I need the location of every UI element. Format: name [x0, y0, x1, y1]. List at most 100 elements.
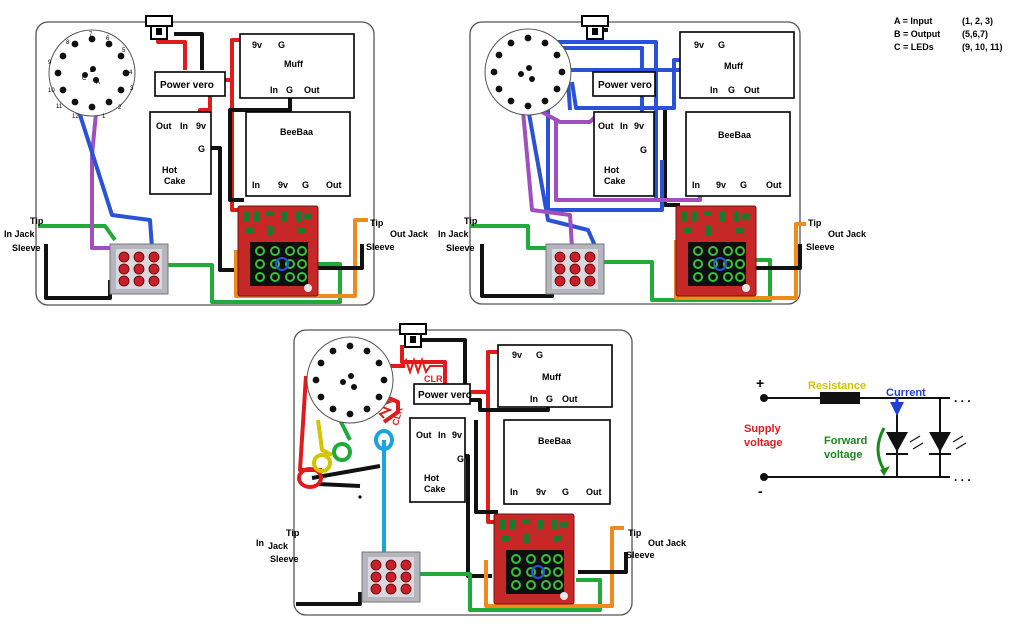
letter-a: A — [96, 80, 100, 86]
led-symbol-1 — [886, 432, 908, 452]
cake-label: Cake — [164, 176, 186, 186]
panel-1-labels: Power vero Out In 9v G Hot Cake 9v G Muf… — [4, 40, 429, 253]
legend-key-c: C = LEDs — [894, 42, 934, 52]
beebaa-g-label: G — [562, 487, 569, 497]
muff-label: Muff — [542, 372, 562, 382]
in-jack-label: In Jack — [4, 229, 36, 239]
clr-label-2: CLR — [390, 406, 405, 427]
out-jack-label: Out Jack — [648, 538, 687, 548]
in-sleeve-label: Sleeve — [270, 554, 299, 564]
muff-out-label: Out — [744, 85, 760, 95]
in-label: In — [256, 538, 264, 548]
out-sleeve-label: Sleeve — [626, 550, 655, 560]
led-diagram-labels: + - Resistance Current Supply voltage Fo… — [744, 375, 971, 499]
legend-key-b: B = Output — [894, 29, 940, 39]
led-circuit-diagram — [760, 392, 967, 481]
current-label: Current — [886, 387, 926, 399]
pin-1: 1 — [102, 114, 106, 120]
hotcake-9v-label: 9v — [196, 121, 206, 131]
plus-label: + — [756, 375, 764, 391]
power-vero-label: Power vero — [418, 390, 472, 401]
muff-label: Muff — [284, 59, 304, 69]
cake-label: Cake — [424, 484, 446, 494]
beebaa-out-label: Out — [586, 487, 602, 497]
pin-4: 4 — [129, 70, 133, 76]
muff-in-label: In — [270, 85, 278, 95]
layout-panel-3 — [293, 323, 633, 616]
pin-11: 11 — [56, 104, 63, 110]
hot-label: Hot — [162, 165, 177, 175]
beebaa-g-label: G — [740, 180, 747, 190]
muff-g-label: G — [278, 40, 285, 50]
beebaa-9v-label: 9v — [536, 487, 546, 497]
hotcake-g-label: G — [640, 145, 647, 155]
beebaa-out-label: Out — [326, 180, 342, 190]
letter-c: C — [82, 76, 87, 82]
pin-10: 10 — [48, 88, 55, 94]
hotcake-in-label: In — [180, 121, 188, 131]
muff-9v-label: 9v — [694, 40, 704, 50]
beebaa-label: BeeBaa — [280, 127, 314, 137]
out-jack-label: Out Jack — [390, 229, 429, 239]
legend-pins-a: (1, 2, 3) — [962, 16, 993, 26]
cake-label: Cake — [604, 176, 626, 186]
out-sleeve-label: Sleeve — [366, 242, 395, 252]
out-jack-label: Out Jack — [828, 229, 867, 239]
dots-bottom: . . . — [954, 470, 971, 484]
pin-7: 7 — [89, 32, 93, 38]
hot-label: Hot — [604, 165, 619, 175]
hotcake-out-label: Out — [416, 430, 432, 440]
muff-out-label: Out — [304, 85, 320, 95]
muff-label: Muff — [724, 61, 744, 71]
muff-g-label: G — [718, 40, 725, 50]
switch-pin-labels: 7 6 5 4 3 2 1 12 11 10 9 8 B C A — [48, 32, 134, 120]
panel-2-labels: Power vero Out In 9v G Hot Cake 9v G Muf… — [438, 40, 867, 253]
muff-in-label: In — [710, 85, 718, 95]
legend-key-a: A = Input — [894, 16, 932, 26]
pin-9: 9 — [48, 60, 52, 66]
beebaa-in-label: In — [252, 180, 260, 190]
beebaa-label: BeeBaa — [538, 436, 572, 446]
panel-3-labels: Power vero Out In 9v G Hot Cake 9v G Muf… — [256, 350, 687, 564]
beebaa-label: BeeBaa — [718, 130, 752, 140]
power-vero-label: Power vero — [598, 80, 652, 91]
layout-panel-1 — [35, 15, 375, 306]
beebaa-out-label: Out — [766, 180, 782, 190]
muff-9v-label: 9v — [252, 40, 262, 50]
muff-out-label: Out — [562, 394, 578, 404]
pin-12: 12 — [72, 114, 79, 120]
in-sleeve-label: Sleeve — [12, 243, 41, 253]
hotcake-9v-label: 9v — [452, 430, 462, 440]
in-sleeve-label: Sleeve — [446, 243, 475, 253]
hotcake-out-label: Out — [156, 121, 172, 131]
resistor-symbol — [820, 392, 860, 404]
out-tip-label: Tip — [808, 218, 822, 228]
muff-9v-label: 9v — [512, 350, 522, 360]
muff-g2-label: G — [728, 85, 735, 95]
legend-pins-b: (5,6,7) — [962, 29, 988, 39]
clr-label-1: CLR — [424, 374, 443, 384]
layout-panel-2 — [469, 15, 806, 305]
pin-5: 5 — [122, 48, 126, 54]
legend: A = Input (1, 2, 3) B = Output (5,6,7) C… — [894, 16, 1003, 52]
pin-3: 3 — [130, 86, 134, 92]
supply-label-1: Supply — [744, 423, 782, 435]
led-symbol-2 — [929, 432, 951, 452]
current-arrow-icon — [890, 402, 904, 416]
resistance-label: Resistance — [808, 380, 866, 392]
beebaa-9v-label: 9v — [278, 180, 288, 190]
in-tip-label: Tip — [30, 216, 44, 226]
power-vero-label: Power vero — [160, 80, 214, 91]
hot-label: Hot — [424, 473, 439, 483]
hotcake-g-label: G — [198, 144, 205, 154]
forward-label-2: voltage — [824, 449, 863, 461]
beebaa-in-label: In — [510, 487, 518, 497]
muff-g2-label: G — [546, 394, 553, 404]
hotcake-in-label: In — [438, 430, 446, 440]
muff-g-label: G — [536, 350, 543, 360]
pin-6: 6 — [106, 36, 110, 42]
out-tip-label: Tip — [370, 218, 384, 228]
beebaa-g-label: G — [302, 180, 309, 190]
hotcake-g-label: G — [457, 454, 464, 464]
